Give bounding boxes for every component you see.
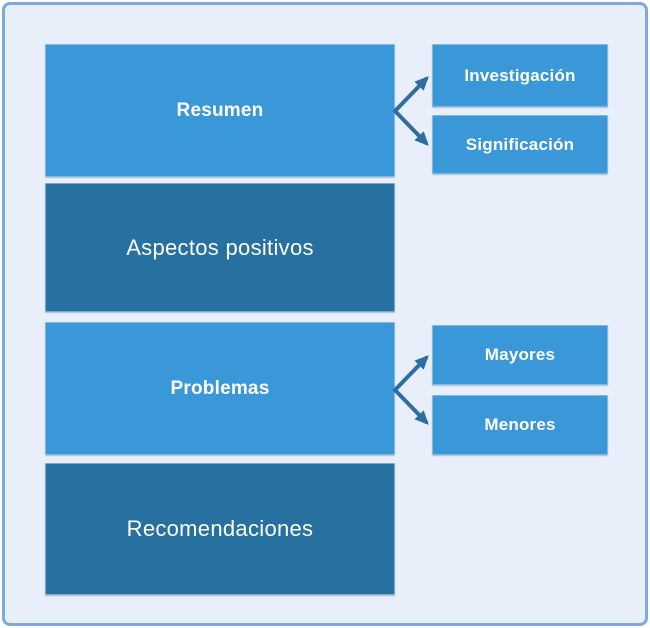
node-menores: Menores (432, 395, 608, 455)
node-label: Menores (484, 415, 556, 434)
node-mayores: Mayores (432, 325, 608, 385)
node-investigacion: Investigación (432, 44, 608, 107)
node-label: Resumen (176, 99, 264, 121)
node-label: Aspectos positivos (126, 234, 314, 260)
node-label: Recomendaciones (126, 516, 314, 541)
node-significacion: Significación (432, 115, 608, 174)
node-label: Significación (465, 134, 575, 154)
node-problemas: Problemas (45, 322, 395, 455)
node-resumen: Resumen (45, 44, 395, 177)
node-label: Mayores (484, 345, 556, 364)
node-label: Investigación (464, 65, 576, 85)
node-label: Problemas (170, 377, 270, 399)
node-aspectos-positivos: Aspectos positivos (45, 183, 395, 312)
node-recomendaciones: Recomendaciones (45, 463, 395, 595)
